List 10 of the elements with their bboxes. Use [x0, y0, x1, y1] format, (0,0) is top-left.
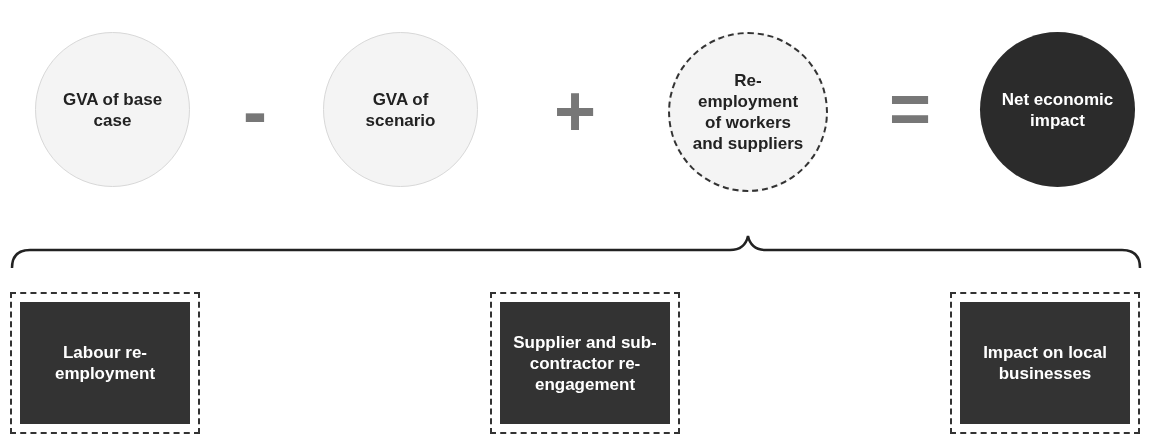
- operator-sign: +: [552, 75, 597, 147]
- component-box: Supplier and sub-contractor re-engagement: [500, 302, 670, 424]
- component-box: Labour re-employment: [20, 302, 190, 424]
- component-box: Impact on local businesses: [960, 302, 1130, 424]
- gva-circle: GVA of scenario: [323, 32, 478, 187]
- operator-sign: -: [242, 75, 268, 147]
- operator-sign: =: [887, 72, 932, 144]
- result-circle: Net economic impact: [980, 32, 1135, 187]
- component-circle: Re-employment of workers and suppliers: [668, 32, 828, 192]
- gva-circle: GVA of base case: [35, 32, 190, 187]
